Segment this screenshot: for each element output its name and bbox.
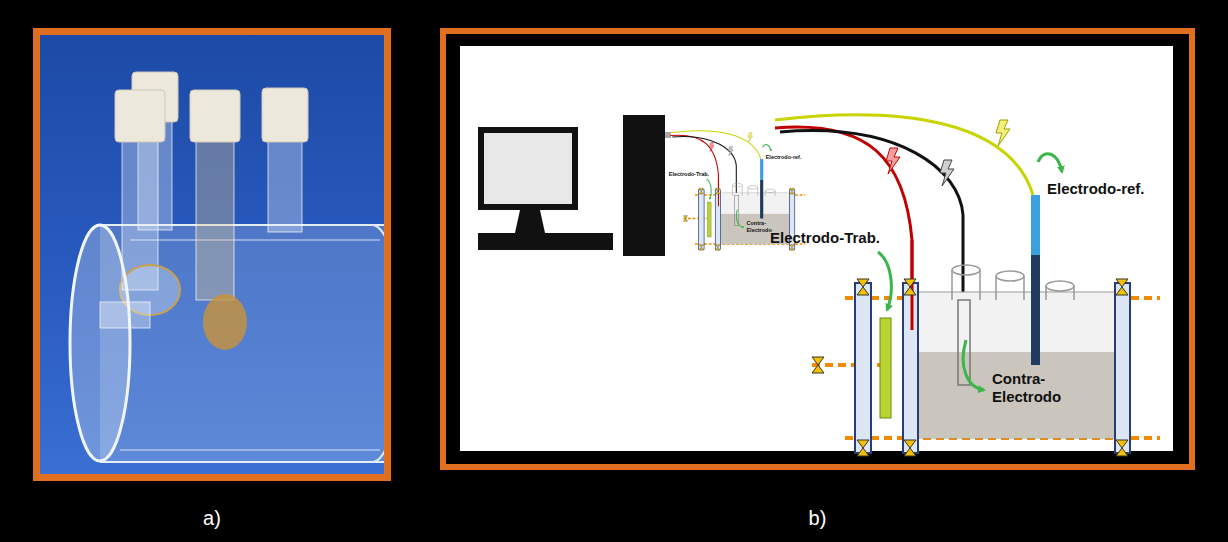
electrode-label: Electrodo-ref. [766,154,802,161]
drawing-part [70,225,130,461]
drawing-part [40,35,384,474]
drawing-part [115,90,165,142]
electrode-label: Contra- Electrodo [992,370,1077,406]
drawing-part [478,233,613,250]
drawing-part [120,240,380,450]
drawing-part [190,90,240,142]
drawing-part [372,225,384,462]
schematic-panel [443,31,1192,467]
drawing-part [665,133,671,137]
electrode-label: Electrodo-Trab. [669,171,709,178]
electrode-label: Electrodo-Trab. [770,229,880,247]
drawing-part [775,115,1160,456]
drawing-part [478,127,578,210]
drawing-part [443,31,1192,467]
drawing-part [196,140,234,300]
drawing-part [484,133,572,204]
figure-panel: b) [440,28,1195,542]
electrode-label: Electrodo-ref. [1047,180,1145,198]
drawing-part [203,294,247,350]
drawing-part [515,210,545,233]
drawing-part [40,35,384,474]
drawing-part [268,140,302,232]
drawing-part [262,88,308,142]
photo-panel [37,32,403,478]
panel-caption: b) [440,506,1195,530]
drawing-part [37,32,388,478]
drawing-part [623,115,665,256]
panel-caption: a) [33,506,391,530]
figure-panel: a) [33,28,391,542]
